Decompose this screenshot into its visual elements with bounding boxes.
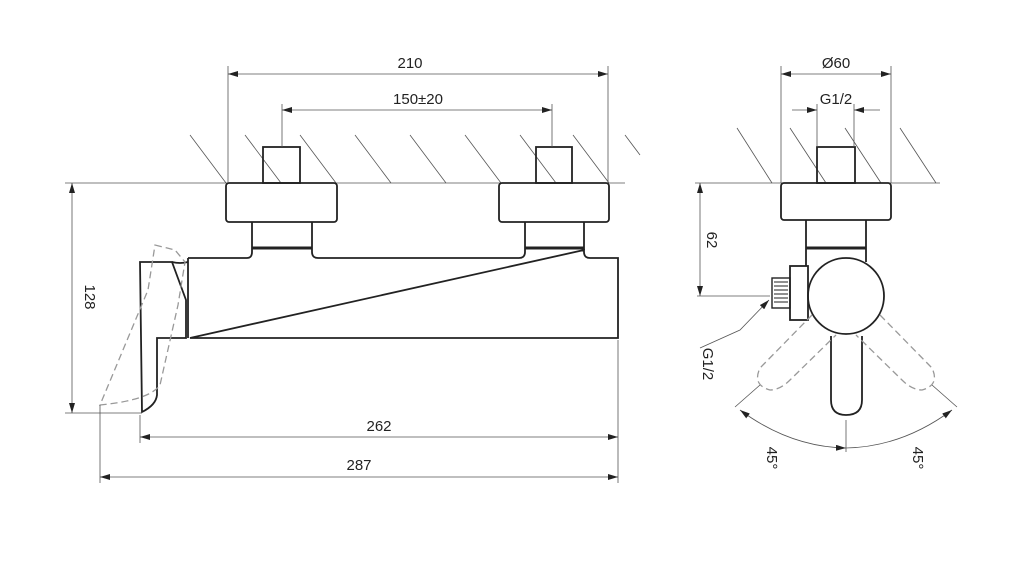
dimension-lines-front <box>65 66 619 483</box>
dim-287-label: 287 <box>346 457 371 474</box>
dim-inlet-thread-label: G1/2 <box>820 91 853 108</box>
dim-62-label: 62 <box>703 232 720 249</box>
front-view: 210 150±20 128 262 287 <box>65 55 641 483</box>
handle-alt-position <box>98 244 186 406</box>
dim-262-label: 262 <box>366 418 391 435</box>
dim-outlet-thread-label: G1/2 <box>699 348 716 381</box>
dim-angle-right-label: 45° <box>909 447 926 470</box>
dimension-lines-side <box>697 66 958 452</box>
faucet-body-front <box>139 146 619 414</box>
faucet-body-side <box>771 146 892 416</box>
dim-210-label: 210 <box>397 55 422 72</box>
dim-128-label: 128 <box>81 284 98 309</box>
dim-diameter-60-label: Ø60 <box>822 55 850 72</box>
side-view: Ø60 G1/2 62 G1/2 45° 45° <box>695 55 958 470</box>
wall-hatching <box>65 134 641 184</box>
dim-angle-left-label: 45° <box>763 447 780 470</box>
lever-alt-positions <box>756 314 936 391</box>
dim-150-label: 150±20 <box>393 91 443 108</box>
